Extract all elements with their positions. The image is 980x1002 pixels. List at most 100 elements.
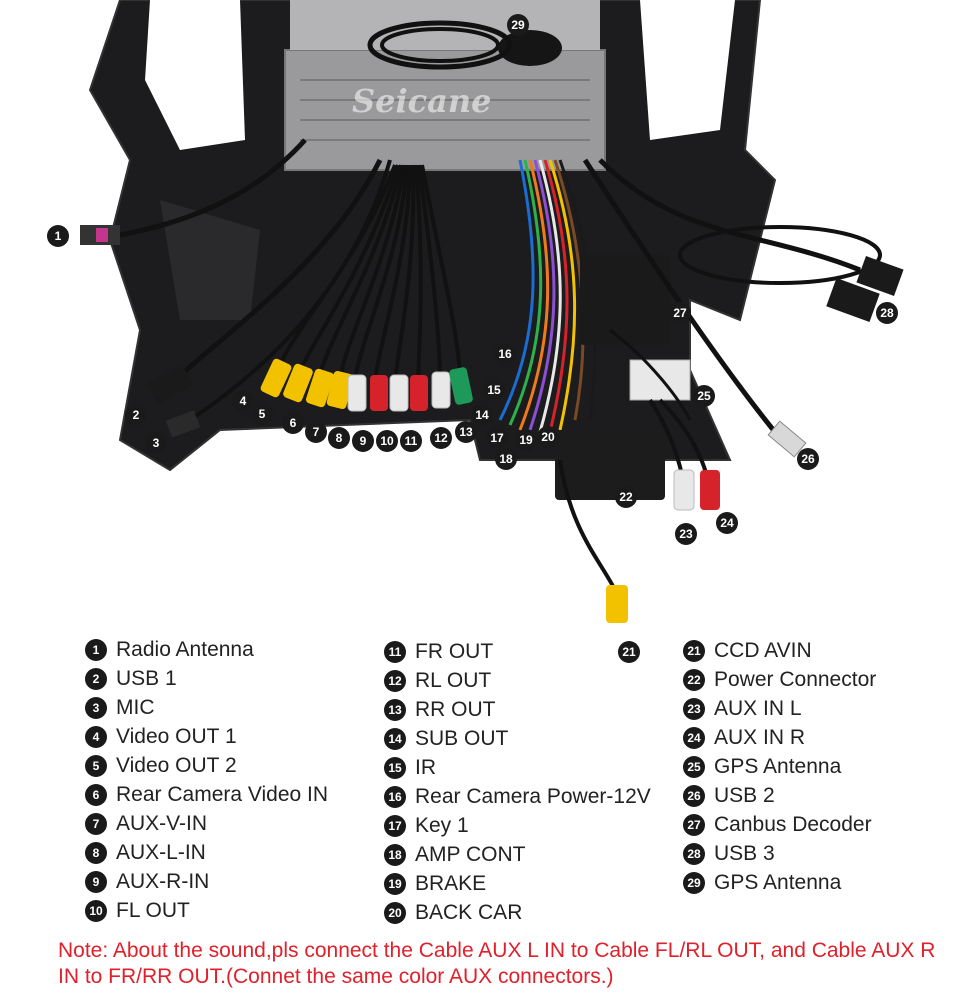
gps-antenna-puck [498,30,562,66]
marker-9: 9 [352,430,374,452]
legend-item: 12 RL OUT [384,666,651,695]
legend-label: RR OUT [415,697,496,721]
marker-12: 12 [430,427,452,449]
legend-number: 29 [683,871,705,894]
legend-label: AUX IN R [714,725,806,749]
legend-item: 10 FL OUT [85,896,328,925]
legend-label: Rear Camera Video IN [116,782,329,806]
legend-label: USB 3 [714,841,775,865]
legend-item: 6 Rear Camera Video IN [85,780,328,809]
legend-label: Canbus Decoder [714,812,872,836]
legend-item: 15 IR [384,753,651,782]
legend-label: AUX-V-IN [116,811,208,835]
marker-27: 27 [669,302,691,324]
legend-label: IR [415,755,436,779]
marker-16: 16 [494,343,516,365]
marker-26: 26 [797,448,819,470]
legend-number: 24 [683,726,705,749]
legend-number: 28 [683,842,705,865]
marker-23: 23 [675,523,697,545]
marker-14: 14 [471,404,493,426]
legend-number: 16 [384,785,406,808]
legend-item: 7 AUX-V-IN [85,809,328,838]
legend-number: 10 [85,899,107,922]
legend-number: 21 [683,639,705,662]
marker-11: 11 [400,430,422,452]
marker-6: 6 [282,412,304,434]
legend-item: 11 FR OUT [384,637,651,666]
legend-number: 26 [683,784,705,807]
legend-label: AUX-R-IN [116,869,210,893]
legend-label: AUX IN L [714,696,802,720]
legend-number: 4 [85,725,107,748]
marker-25: 25 [693,385,715,407]
legend-number: 1 [85,638,107,661]
power-connector-block [555,430,665,500]
legend-label: FR OUT [415,639,494,663]
legend-item: 22 Power Connector [683,665,876,694]
marker-18: 18 [495,448,517,470]
marker-3: 3 [145,432,167,454]
legend-label: Video OUT 2 [116,753,237,777]
marker-1: 1 [47,225,69,247]
legend-number: 5 [85,754,107,777]
marker-22: 22 [615,486,637,508]
legend-item: 23 AUX IN L [683,694,876,723]
legend-label: Rear Camera Power-12V [415,784,651,808]
legend-item: 2 USB 1 [85,664,328,693]
wiring-harness-photo [80,0,904,623]
legend-label: SUB OUT [415,726,509,750]
legend-label: CCD AVIN [714,638,812,662]
brand-watermark: Seicane [352,82,492,120]
legend-item: 3 MIC [85,693,328,722]
canbus-decoder-box [580,255,670,345]
legend-item: 5 Video OUT 2 [85,751,328,780]
legend-item: 28 USB 3 [683,839,876,868]
marker-5: 5 [251,403,273,425]
marker-13: 13 [455,421,477,443]
legend-label: AUX-L-IN [116,840,206,864]
legend-label: MIC [116,695,155,719]
legend-number: 13 [384,698,406,721]
marker-8: 8 [328,427,350,449]
legend-label: Power Connector [714,667,877,691]
legend-number: 23 [683,697,705,720]
legend-item: 21 CCD AVIN [683,636,876,665]
legend-number: 3 [85,696,107,719]
legend-number: 15 [384,756,406,779]
legend-number: 11 [384,640,406,663]
legend-label: FL OUT [116,898,190,922]
legend-number: 6 [85,783,107,806]
head-unit-chassis [284,49,606,171]
legend-number: 25 [683,755,705,778]
marker-24: 24 [716,512,738,534]
legend-number: 2 [85,667,107,690]
legend-label: BACK CAR [415,900,523,924]
legend-label: Video OUT 1 [116,724,237,748]
legend-label: USB 1 [116,666,177,690]
marker-20: 20 [537,426,559,448]
legend-number: 9 [85,870,107,893]
legend-number: 18 [384,843,406,866]
marker-29: 29 [507,14,529,36]
legend-item: 4 Video OUT 1 [85,722,328,751]
legend-number: 12 [384,669,406,692]
marker-15: 15 [483,379,505,401]
legend-label: AMP CONT [415,842,526,866]
legend-item: 18 AMP CONT [384,840,651,869]
legend-number: 7 [85,812,107,835]
marker-10: 10 [376,430,398,452]
marker-4: 4 [232,390,254,412]
legend-label: RL OUT [415,668,492,692]
legend-number: 22 [683,668,705,691]
